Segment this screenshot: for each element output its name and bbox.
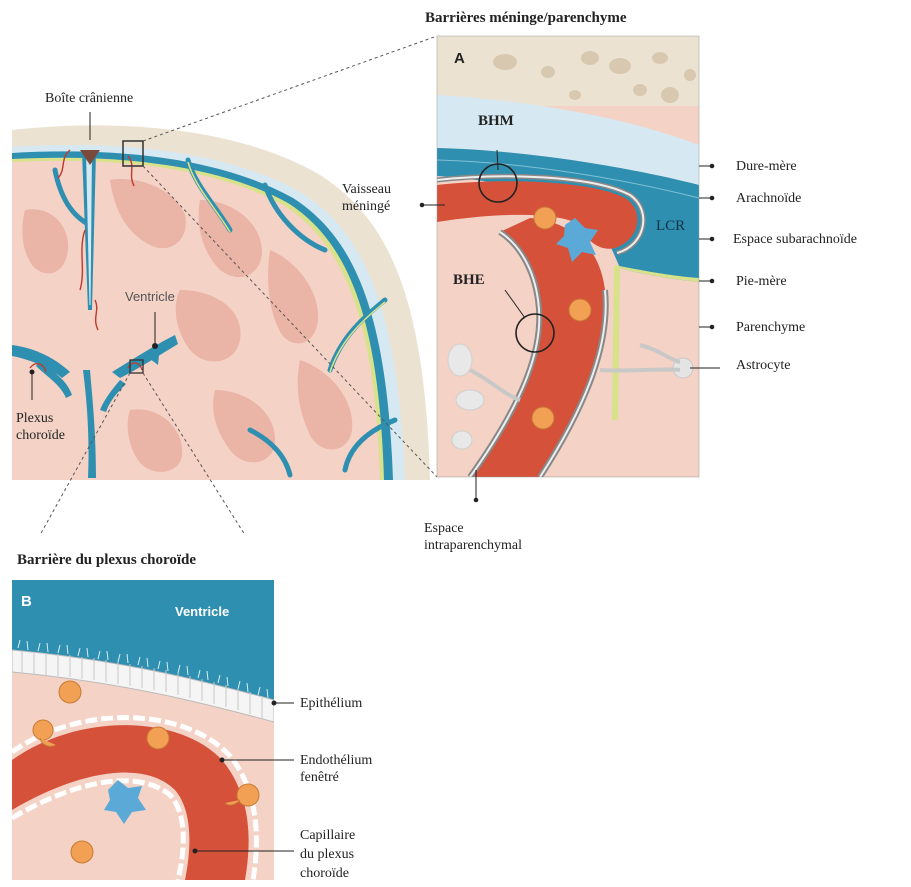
panel-b-ventricle-label: Ventricle	[175, 603, 229, 620]
panel-b-letter: B	[21, 593, 32, 610]
endothelium-label: Endothélium fenêtré	[300, 752, 372, 786]
astrocyte-label: Astrocyte	[736, 357, 790, 374]
capillaire-label: Capillaire du plexus choroïde	[300, 826, 355, 883]
bhm-label: BHM	[478, 113, 514, 130]
boite-cranienne-label: Boîte crânienne	[45, 90, 133, 107]
parenchyme-label: Parenchyme	[736, 319, 805, 336]
brain-section	[12, 125, 430, 480]
espace-subarachnoide-label: Espace subarachnoïde	[733, 231, 857, 248]
dure-mere-label: Dure-mère	[736, 158, 797, 175]
panel-b-illustration	[12, 580, 274, 880]
plexus-choroide-label: Plexus choroïde	[16, 410, 65, 444]
panel-a-illustration	[437, 36, 699, 477]
pie-mere-label: Pie-mère	[736, 273, 787, 290]
ventricle-label: Ventricle	[125, 288, 175, 305]
panel-a-letter: A	[454, 50, 465, 67]
panel-a-heading: Barrières méninge/parenchyme	[425, 10, 627, 27]
lcr-label: LCR	[656, 218, 685, 235]
panel-b-heading: Barrière du plexus choroïde	[17, 552, 196, 569]
espace-intraparenchymal-label: Espace intraparenchymal	[424, 520, 522, 554]
bhe-label: BHE	[453, 272, 485, 289]
vaisseau-meninge-label: Vaisseau méningé	[342, 181, 391, 215]
epithelium-label: Epithélium	[300, 695, 362, 712]
skull-bone-a	[437, 36, 699, 106]
arachnoide-label: Arachnoïde	[736, 190, 801, 207]
